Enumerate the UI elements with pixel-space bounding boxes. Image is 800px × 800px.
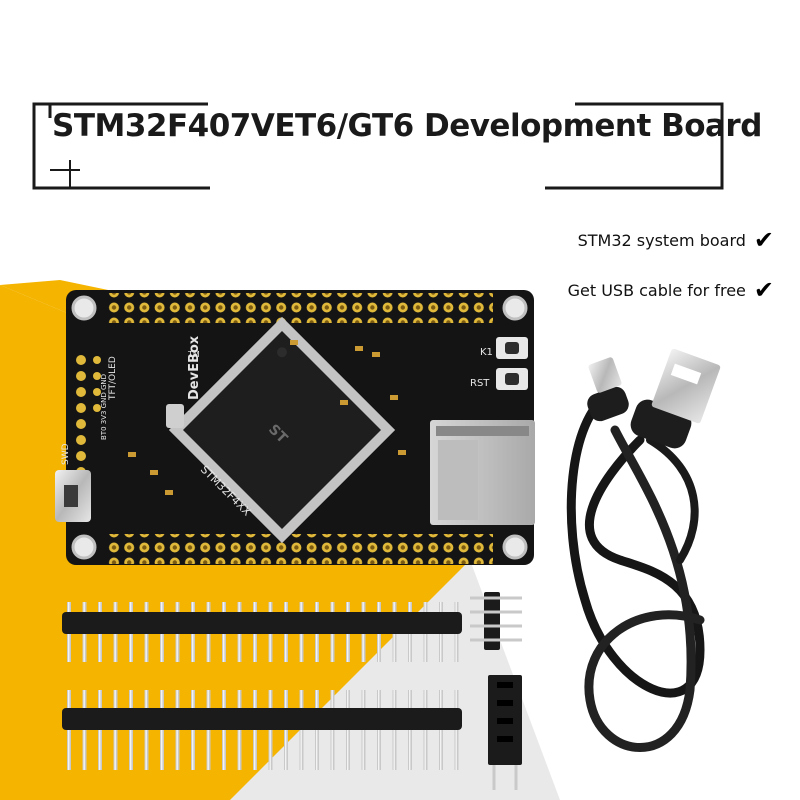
svg-text:BT0 3V3 GND GND: BT0 3V3 GND GND: [100, 374, 108, 440]
k1-button: [496, 337, 528, 359]
svg-text:TM: TM: [187, 350, 200, 359]
crystal: [166, 404, 184, 428]
feature-label: STM32 system board: [577, 230, 746, 250]
development-board: ST: [55, 290, 535, 565]
reset-button: [496, 368, 528, 390]
micro-usb-plug: [587, 357, 629, 422]
pin-header-top: [108, 293, 493, 323]
svg-text:DevEBox: DevEBox: [187, 335, 202, 400]
pin-header-strip-1: [62, 602, 462, 662]
micro-usb-port: [55, 470, 91, 522]
mcu-chip: ST: [168, 316, 396, 544]
check-icon: ✔: [753, 226, 774, 254]
passive-components: [128, 340, 406, 495]
svg-text:SWD: SWD: [61, 443, 71, 465]
check-icon: ✔: [753, 276, 774, 304]
female-header: [488, 675, 522, 790]
page-title: STM32F407VET6/GT6 Development Board: [52, 108, 762, 144]
feature-system-board: STM32 system board ✔: [578, 228, 774, 252]
svg-text:TFT/OLED: TFT/OLED: [108, 356, 118, 401]
feature-usb-cable: Get USB cable for free ✔: [568, 278, 774, 302]
svg-text:RST: RST: [470, 378, 490, 389]
svg-text:K1: K1: [480, 347, 493, 358]
usb-cable: [566, 348, 721, 752]
pin-header-left: [76, 355, 101, 477]
sd-card-slot: [430, 420, 535, 525]
pin-header-bottom: [108, 534, 493, 564]
usb-a-plug: [630, 348, 721, 449]
title-frame: [32, 102, 724, 190]
right-angle-header: [470, 592, 522, 650]
feature-label: Get USB cable for free: [567, 280, 746, 300]
pin-header-strip-2: [62, 690, 462, 770]
mounting-holes: [71, 295, 528, 560]
